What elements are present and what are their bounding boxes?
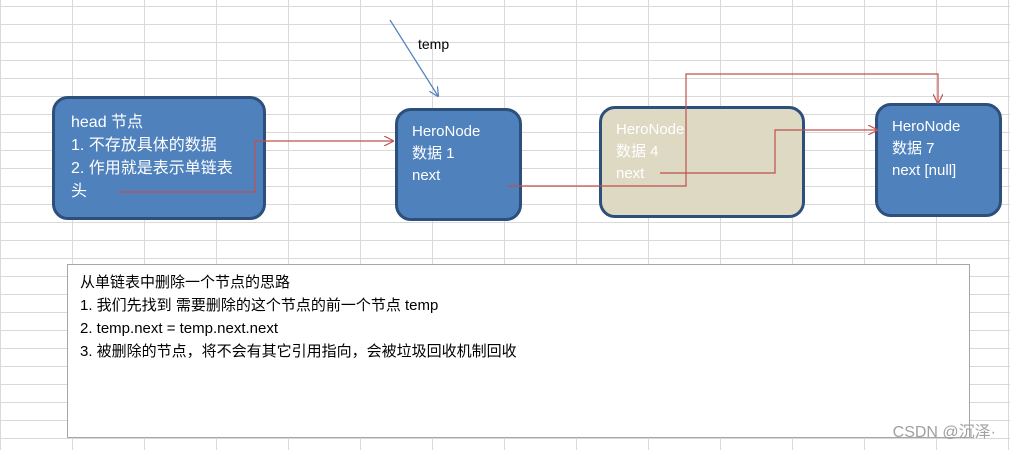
note-step-1: 1. 我们先找到 需要删除的这个节点的前一个节点 temp	[80, 297, 439, 314]
node4-to-node7-arrow	[660, 130, 877, 174]
head-node-line-3: 2. 作用就是表示单链表	[71, 160, 233, 177]
hero-node-7-class: HeroNode	[892, 118, 961, 135]
note-title: 从单链表中删除一个节点的思路	[80, 274, 291, 291]
head-node-line-1: head 节点	[71, 114, 144, 131]
note-step-3: 3. 被删除的节点，将不会有其它引用指向，会被垃圾回收机制回收	[80, 343, 517, 360]
temp-pointer-label: temp	[418, 36, 450, 52]
hero-node-4-deleted: HeroNode 数据 4 next	[599, 106, 805, 218]
temp-pointer-arrow	[389, 19, 438, 96]
hero-node-4-class: HeroNode	[616, 121, 685, 138]
hero-node-7-next: next [null]	[892, 162, 957, 179]
hero-node-4-next: next	[616, 165, 645, 182]
node1-to-node7-arrow	[508, 73, 938, 187]
hero-node-1-data: 数据 1	[412, 145, 455, 162]
hero-node-1: HeroNode 数据 1 next	[395, 108, 522, 221]
hero-node-4-data: 数据 4	[616, 143, 659, 160]
watermark: CSDN @沉泽·	[892, 424, 996, 441]
hero-node-1-next: next	[412, 167, 441, 184]
deletion-steps-note: 从单链表中删除一个节点的思路 1. 我们先找到 需要删除的这个节点的前一个节点 …	[67, 264, 970, 438]
hero-node-7-data: 数据 7	[892, 140, 935, 157]
hero-node-7: HeroNode 数据 7 next [null]	[875, 103, 1002, 217]
note-step-2: 2. temp.next = temp.next.next	[80, 320, 279, 337]
head-node-line-2: 1. 不存放具体的数据	[71, 137, 217, 154]
hero-node-1-class: HeroNode	[412, 123, 481, 140]
head-node-line-4: 头	[71, 183, 88, 200]
head-to-node1-arrow	[118, 141, 393, 193]
head-node: head 节点 1. 不存放具体的数据 2. 作用就是表示单链表 头	[52, 96, 266, 220]
